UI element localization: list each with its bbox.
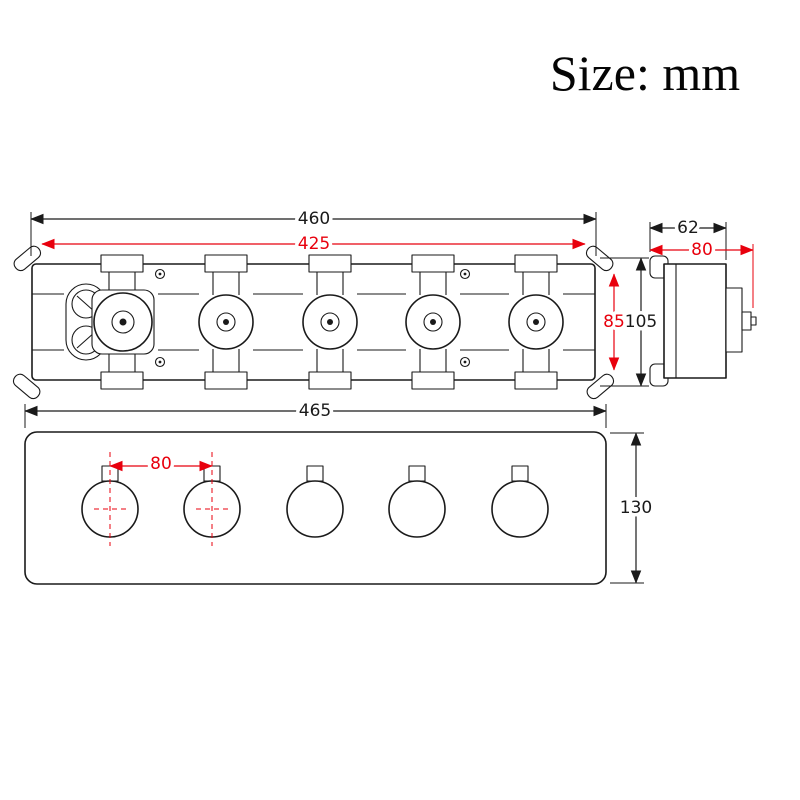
dim-plate-width: 465 [24, 398, 607, 428]
thermostatic-station [65, 254, 155, 390]
knob-tab [408, 465, 426, 482]
dim-knob-spacing: 80 [109, 451, 213, 478]
dim-label-460: 460 [298, 209, 330, 229]
side-body [663, 263, 727, 379]
dim-label-85: 85 [603, 312, 625, 332]
knob-tab [511, 465, 529, 482]
page-title: Size: mm [550, 45, 740, 101]
valve-side-view [649, 255, 757, 387]
dim-body-depth: 62 [649, 215, 727, 260]
valve-station [198, 254, 254, 390]
dim-label-80-side: 80 [691, 240, 713, 260]
knob-5 [491, 465, 549, 538]
dim-label-62: 62 [677, 218, 699, 238]
dim-total-depth: 80 [649, 237, 754, 308]
knob-circle [286, 480, 344, 538]
side-outlet-tip [750, 316, 757, 326]
knob-4 [388, 465, 446, 538]
dim-label-130: 130 [620, 498, 652, 518]
body-rails [32, 293, 595, 351]
valve-station [508, 254, 564, 390]
knob-tab [306, 465, 324, 482]
knob-1 [81, 452, 139, 546]
dim-label-425: 425 [298, 234, 330, 254]
dim-overall-height: 105 [600, 257, 661, 387]
dim-label-80-front: 80 [150, 454, 172, 474]
knob-circle [388, 480, 446, 538]
valve-station [405, 254, 461, 390]
dim-label-465: 465 [299, 401, 331, 421]
mounting-ears [12, 245, 615, 400]
valve-stations [198, 254, 564, 390]
dim-plate-height: 130 [610, 432, 656, 584]
dim-hole-spacing: 425 [41, 231, 586, 258]
port-block-bottom [100, 371, 144, 390]
dim-label-105: 105 [625, 312, 657, 332]
side-front-step [725, 287, 743, 353]
fixing-screws [154, 268, 471, 368]
trim-plate-front-view [24, 431, 607, 585]
dim-overall-width: 460 [30, 206, 597, 256]
valve-station [302, 254, 358, 390]
knob-circle [491, 480, 549, 538]
valve-body-rear-view [12, 245, 615, 400]
side-outlet [741, 311, 752, 331]
dim-port-spacing: 85 [600, 273, 628, 371]
knob-3 [286, 465, 344, 538]
port-block-top [100, 254, 144, 273]
